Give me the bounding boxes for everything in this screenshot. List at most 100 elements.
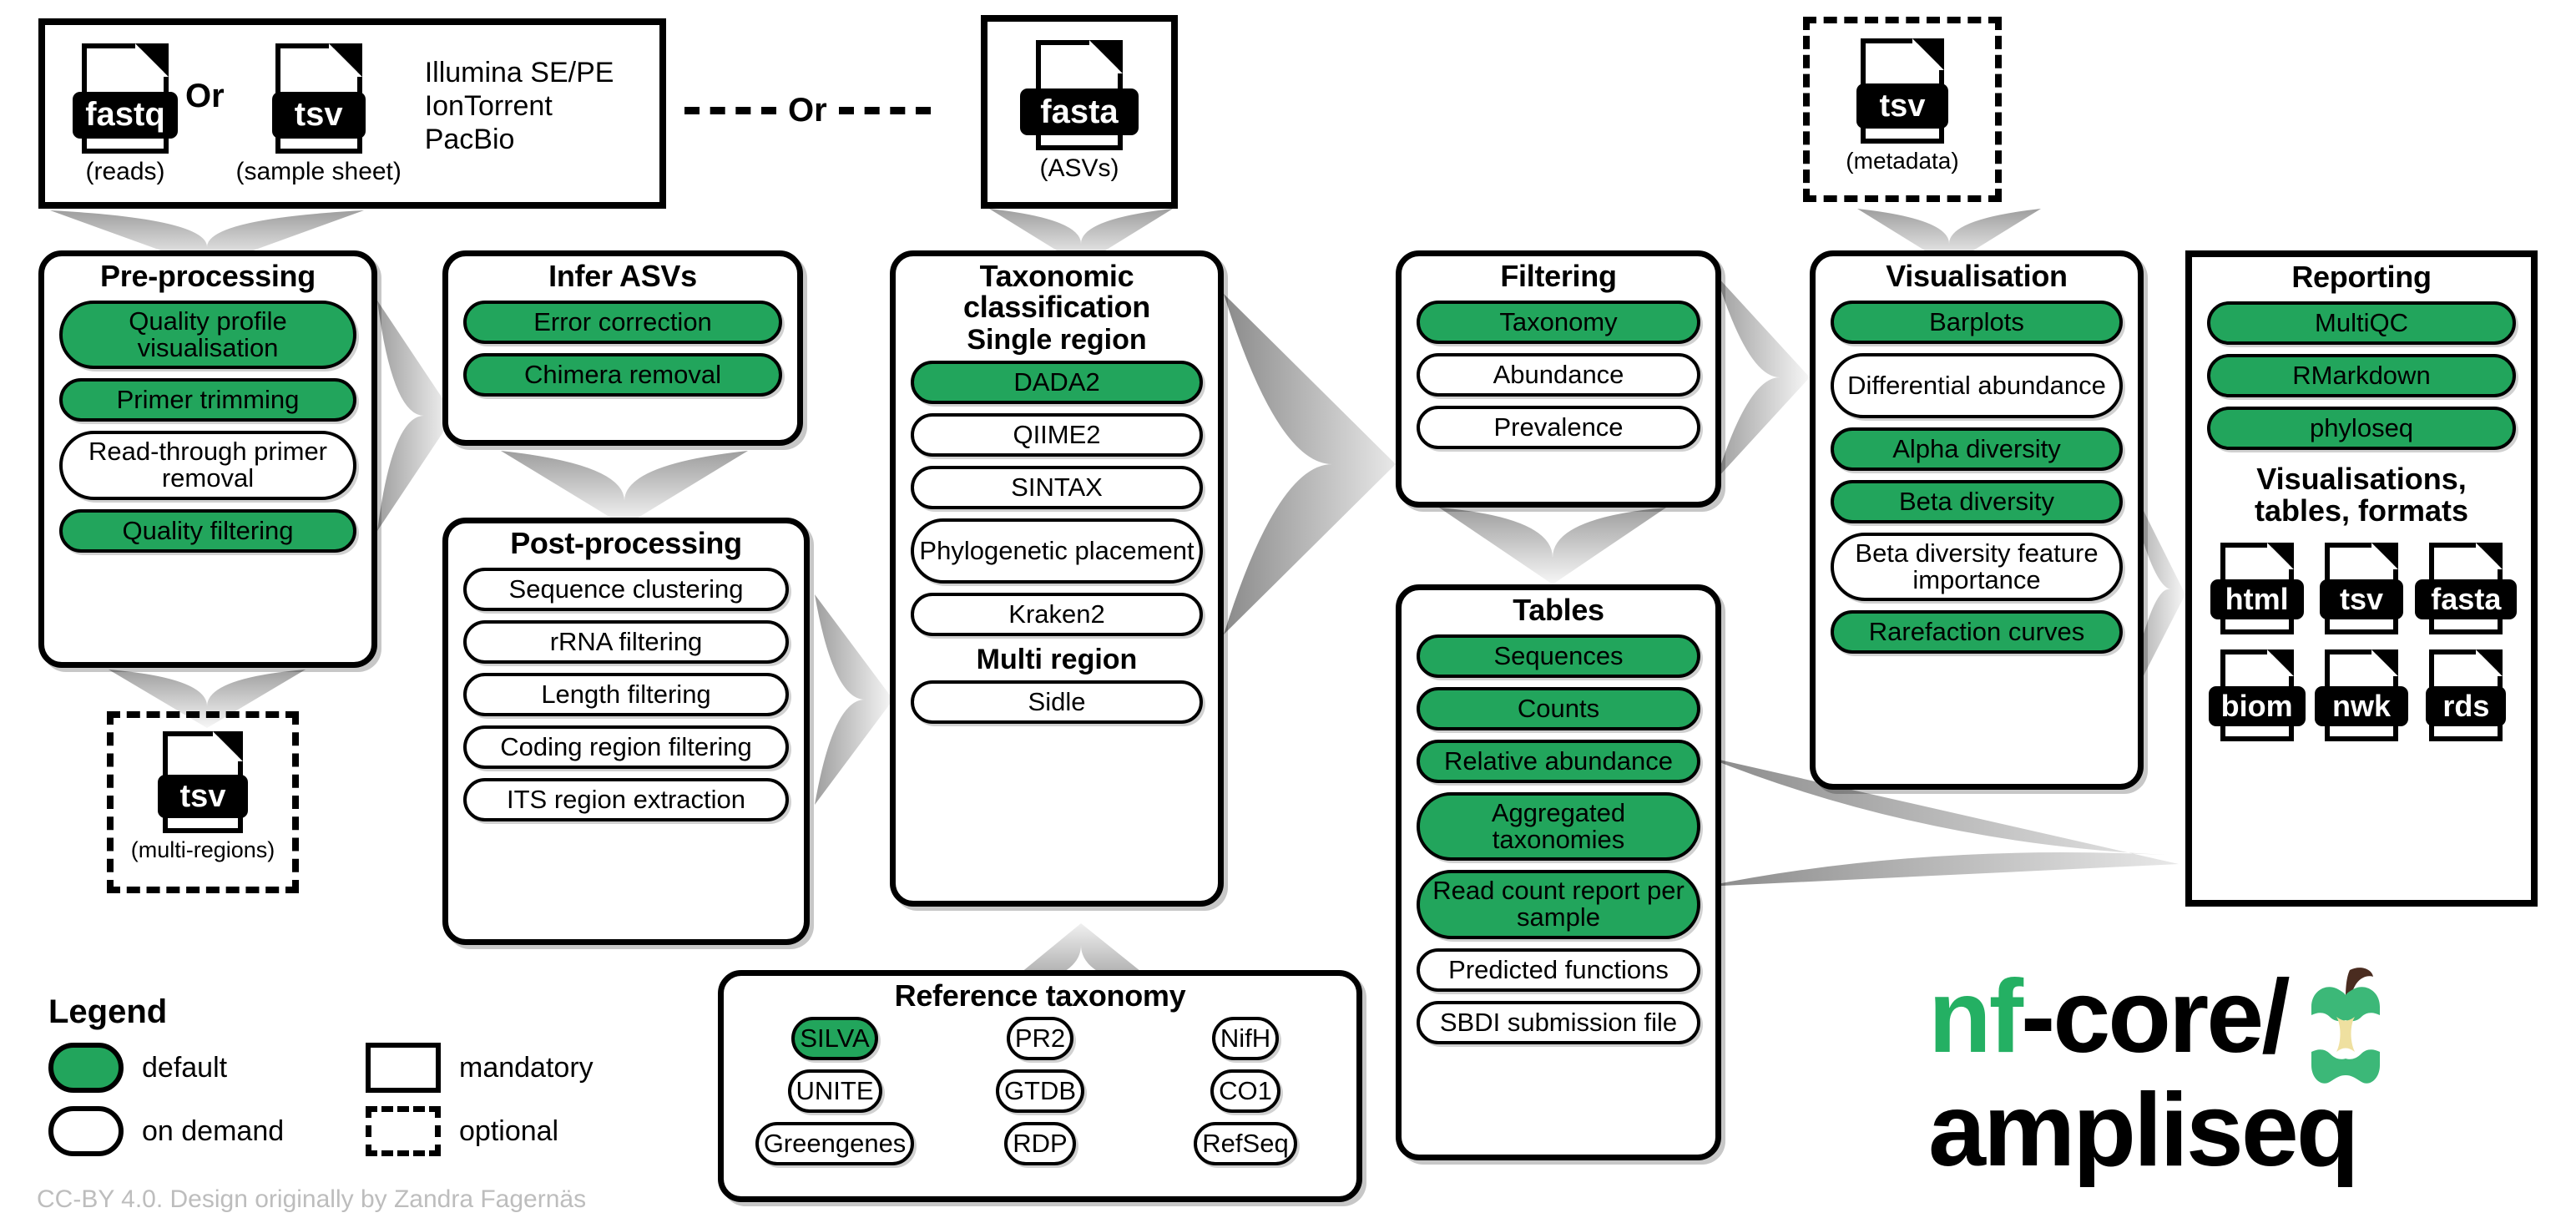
item-prevalence[interactable]: Prevalence xyxy=(1417,405,1700,449)
item-multiqc[interactable]: MultiQC xyxy=(2207,301,2516,345)
legend-label-mandatory: mandatory xyxy=(459,1051,593,1084)
item-sequences[interactable]: Sequences xyxy=(1417,634,1700,678)
item-predicted-functions[interactable]: Predicted functions xyxy=(1417,948,1700,992)
item-unite[interactable]: UNITE xyxy=(787,1069,882,1113)
or-connector-label: Or xyxy=(788,92,827,129)
item-relative-abundance[interactable]: Relative abundance xyxy=(1417,739,1700,783)
stage-postprocessing: Post-processing Sequence clustering rRNA… xyxy=(442,518,810,945)
stage-tables: Tables Sequences Counts Relative abundan… xyxy=(1396,584,1721,1160)
page-fold-icon xyxy=(2371,543,2398,570)
item-barplots[interactable]: Barplots xyxy=(1831,300,2123,344)
legend-swatch-default xyxy=(48,1043,124,1093)
formats-heading: Visualisations, tables, formats xyxy=(2192,461,2531,528)
item-refseq[interactable]: RefSeq xyxy=(1194,1121,1297,1165)
item-read-through-primer-removal[interactable]: Read-through primer removal xyxy=(59,431,356,500)
stage-title-line2: classification xyxy=(963,289,1150,324)
formats-heading-line1: Visualisations, xyxy=(2256,461,2467,496)
item-pr2[interactable]: PR2 xyxy=(1006,1016,1074,1060)
item-beta-diversity[interactable]: Beta diversity xyxy=(1831,479,2123,523)
item-phyloseq[interactable]: phyloseq xyxy=(2207,406,2516,450)
item-co1[interactable]: CO1 xyxy=(1210,1069,1280,1113)
file-caption: (ASVs) xyxy=(1039,154,1119,182)
item-sintax[interactable]: SINTAX xyxy=(911,466,1203,510)
platform-item: PacBio xyxy=(424,124,515,156)
item-sequence-clustering[interactable]: Sequence clustering xyxy=(463,567,789,611)
item-read-count-report-per-sample[interactable]: Read count report per sample xyxy=(1417,870,1700,939)
file-caption: (sample sheet) xyxy=(235,157,402,185)
item-phylogenetic-placement[interactable]: Phylogenetic placement xyxy=(911,518,1203,584)
platform-list: Illumina SE/PE IonTorrent PacBio xyxy=(425,56,614,156)
item-quality-filtering[interactable]: Quality filtering xyxy=(59,508,356,553)
input-multiregions-box: tsv (multi-regions) xyxy=(107,711,299,893)
item-gtdb[interactable]: GTDB xyxy=(995,1069,1085,1113)
or-connector: Or xyxy=(684,92,931,129)
item-taxonomy[interactable]: Taxonomy xyxy=(1417,300,1700,344)
item-nifh[interactable]: NifH xyxy=(1211,1016,1280,1060)
item-length-filtering[interactable]: Length filtering xyxy=(463,672,789,716)
format-icon-biom: biom xyxy=(2208,649,2306,742)
item-differential-abundance[interactable]: Differential abundance xyxy=(1831,352,2123,418)
item-rmarkdown[interactable]: RMarkdown xyxy=(2207,353,2516,397)
format-icon-html: html xyxy=(2210,543,2304,635)
item-primer-trimming[interactable]: Primer trimming xyxy=(59,378,356,422)
item-coding-region-filtering[interactable]: Coding region filtering xyxy=(463,725,789,769)
format-label: html xyxy=(2210,579,2304,620)
item-beta-diversity-feature-importance[interactable]: Beta diversity feature importance xyxy=(1831,532,2123,602)
stage-title: Reference taxonomy xyxy=(894,978,1186,1013)
legend-label-on-demand: on demand xyxy=(142,1114,285,1147)
format-label: tsv xyxy=(2319,579,2403,620)
item-silva[interactable]: SILVA xyxy=(791,1016,878,1060)
format-label: fasta xyxy=(2415,579,2518,620)
item-greengenes[interactable]: Greengenes xyxy=(755,1121,915,1165)
file-caption: (metadata) xyxy=(1846,148,1959,174)
legend-label-optional: optional xyxy=(459,1114,559,1147)
item-dada2[interactable]: DADA2 xyxy=(911,361,1203,405)
platform-item: Illumina SE/PE xyxy=(424,56,614,88)
item-rrna-filtering[interactable]: rRNA filtering xyxy=(463,619,789,664)
legend-row-optional: optional xyxy=(366,1106,593,1156)
item-rdp[interactable]: RDP xyxy=(1004,1121,1076,1165)
fastq-file-icon: fastq (reads) xyxy=(67,43,184,184)
format-icon-fasta: fasta xyxy=(2415,543,2518,635)
item-its-region-extraction[interactable]: ITS region extraction xyxy=(463,777,789,821)
item-error-correction[interactable]: Error correction xyxy=(463,300,782,344)
file-ext-label: tsv xyxy=(1856,83,1948,129)
page-fold-icon xyxy=(2266,543,2294,570)
file-ext-label: fasta xyxy=(1020,88,1139,135)
stage-reporting: Reporting MultiQC RMarkdown phyloseq Vis… xyxy=(2185,250,2538,907)
item-quality-profile-visualisation[interactable]: Quality profile visualisation xyxy=(59,300,356,370)
item-sidle[interactable]: Sidle xyxy=(911,680,1203,724)
item-chimera-removal[interactable]: Chimera removal xyxy=(463,352,782,397)
item-rarefaction-curves[interactable]: Rarefaction curves xyxy=(1831,610,2123,654)
stage-title-line1: Taxonomic xyxy=(979,259,1134,293)
item-kraken2[interactable]: Kraken2 xyxy=(911,593,1203,637)
item-qiime2[interactable]: QIIME2 xyxy=(911,413,1203,457)
item-alpha-diversity[interactable]: Alpha diversity xyxy=(1831,427,2123,471)
or-label: Or xyxy=(185,77,225,114)
legend-label-default: default xyxy=(142,1051,228,1084)
page-fold-icon xyxy=(135,43,169,77)
page-fold-icon xyxy=(1912,38,1944,70)
logo-core-text: -core/ xyxy=(2021,959,2291,1074)
item-counts[interactable]: Counts xyxy=(1417,686,1700,730)
legend-swatch-optional xyxy=(366,1106,441,1156)
item-sbdi-submission-file[interactable]: SBDI submission file xyxy=(1417,1000,1700,1044)
format-icon-tsv: tsv xyxy=(2319,543,2403,635)
format-label: biom xyxy=(2208,686,2306,727)
dash-line xyxy=(838,107,931,114)
item-abundance[interactable]: Abundance xyxy=(1417,352,1700,397)
logo-line1: nf-core/ xyxy=(1928,959,2392,1089)
fasta-file-icon: fasta (ASVs) xyxy=(987,22,1171,181)
stage-title: Infer ASVs xyxy=(548,259,697,293)
legend-swatch-on-demand xyxy=(48,1106,124,1156)
stage-title: Reporting xyxy=(2291,260,2432,294)
item-aggregated-taxonomies[interactable]: Aggregated taxonomies xyxy=(1417,791,1700,862)
output-formats-grid: html tsv fasta xyxy=(2192,531,2531,742)
page-fold-icon xyxy=(213,731,243,761)
legend-row-mandatory: mandatory xyxy=(366,1043,593,1093)
formats-heading-line2: tables, formats xyxy=(2254,493,2469,528)
stage-visualisation: Visualisation Barplots Differential abun… xyxy=(1810,250,2144,790)
format-icon-rds: rds xyxy=(2426,649,2507,742)
stage-filtering: Filtering Taxonomy Abundance Prevalence xyxy=(1396,250,1721,508)
input-metadata-box: tsv (metadata) xyxy=(1803,17,2002,202)
